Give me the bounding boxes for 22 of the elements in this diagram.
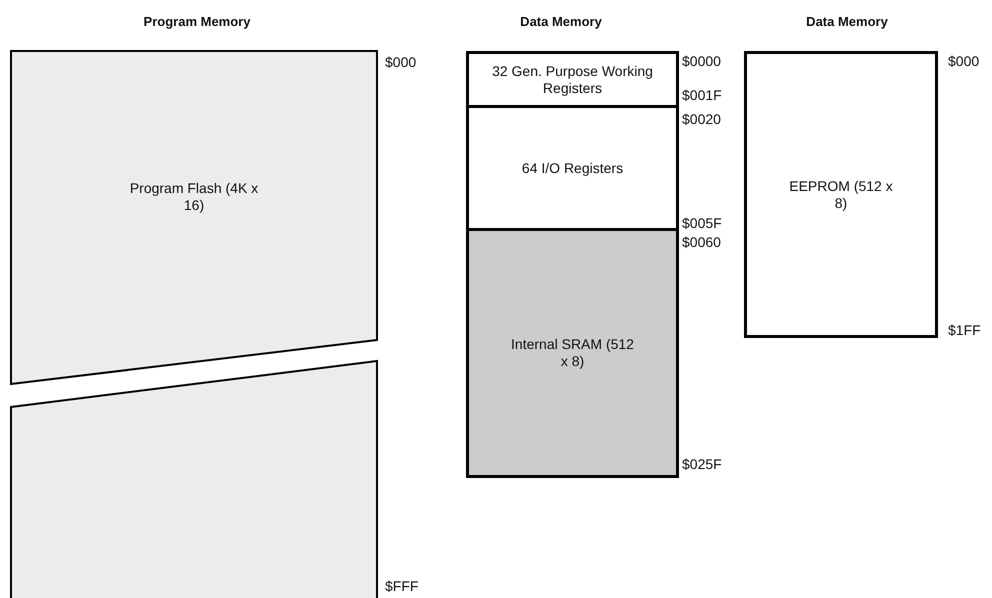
address-label: $0020 — [682, 111, 721, 128]
address-label: $025F — [682, 456, 722, 473]
memory-block — [744, 51, 938, 338]
memory-block — [466, 228, 679, 478]
address-label: $005F — [682, 215, 722, 232]
address-label: $000 — [385, 54, 416, 71]
memory-block — [466, 51, 679, 108]
column-heading: Data Memory — [806, 13, 888, 31]
block-label: EEPROM (512 x 8) — [788, 178, 894, 212]
column-heading: Program Memory — [144, 13, 250, 31]
block-label: 32 Gen. Purpose Working Registers — [491, 62, 654, 96]
address-label: $0000 — [682, 53, 721, 70]
address-label: $001F — [682, 87, 722, 104]
address-label: $0060 — [682, 234, 721, 251]
address-label: $000 — [948, 53, 980, 70]
address-label: $1FF — [948, 322, 981, 339]
address-label: $FFF — [385, 578, 418, 595]
block-label: Internal SRAM (512 x 8) — [510, 336, 635, 370]
block-label: 64 I/O Registers — [520, 160, 624, 176]
block-label: Program Flash (4K x 16) — [128, 180, 260, 214]
column-heading: Data Memory — [520, 13, 602, 31]
memory-block — [466, 105, 679, 231]
